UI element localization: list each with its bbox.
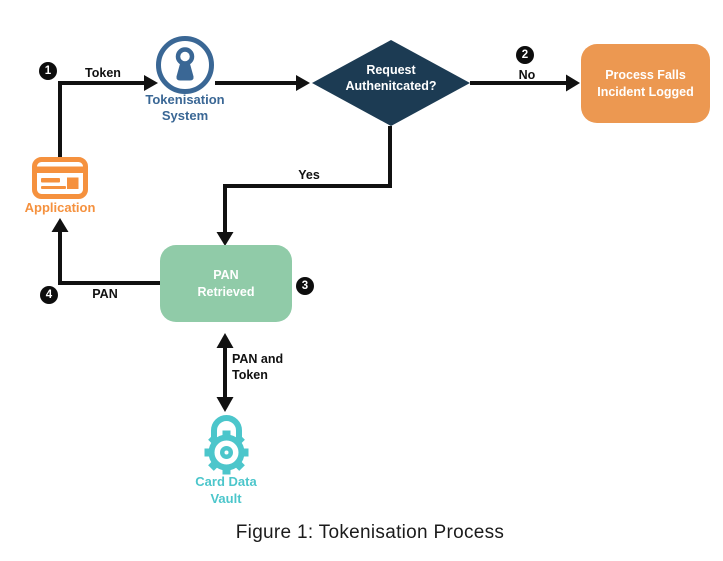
tokenisation-system-icon	[156, 36, 214, 94]
application-label: Application	[24, 200, 96, 215]
edge-label-token: Token	[85, 66, 121, 80]
arrowhead-into-process-fails	[566, 74, 580, 92]
arrowhead-into-tokenisation	[144, 75, 158, 91]
edge-label-pan-and-token: PAN and Token	[232, 352, 284, 382]
arrowhead-up-vault	[216, 333, 234, 348]
step-badge-4: 4	[40, 286, 58, 304]
arrowhead-into-pan-retrieved	[216, 232, 234, 246]
pan-retrieved-line1: PAN	[213, 267, 239, 282]
process-fails-line1: Process Falls	[605, 67, 686, 82]
edge-label-pan: PAN	[92, 287, 118, 301]
process-fails-line2: Incident Logged	[597, 84, 694, 99]
pan-retrieved-node: PAN Retrieved	[160, 245, 292, 322]
padlock-gear-icon	[204, 415, 249, 475]
decision-node-label: Request Authenitcated?	[345, 63, 437, 93]
edge-label-yes: Yes	[298, 168, 320, 182]
step-badge-1: 1	[39, 62, 57, 80]
arrowhead-into-application	[51, 218, 69, 232]
edge-pan-line	[58, 232, 160, 285]
decision-diamond	[312, 40, 470, 126]
pan-retrieved-line2: Retrieved	[197, 284, 255, 299]
tokenisation-system-label: Tokenisation System	[145, 92, 225, 123]
edge-yes-line	[223, 126, 392, 234]
arrowhead-down-vault	[216, 397, 234, 412]
edge-token-line	[58, 81, 146, 160]
edge-label-no: No	[518, 68, 536, 82]
process-fails-node: Process Falls Incident Logged	[581, 44, 710, 123]
arrowhead-into-decision	[296, 75, 310, 91]
card-data-vault-label: Card Data Vault	[195, 474, 257, 506]
step-badge-2: 2	[516, 46, 534, 64]
credit-card-icon	[32, 157, 88, 199]
step-badge-3: 3	[296, 277, 314, 295]
figure-caption: Figure 1: Tokenisation Process	[235, 522, 505, 543]
